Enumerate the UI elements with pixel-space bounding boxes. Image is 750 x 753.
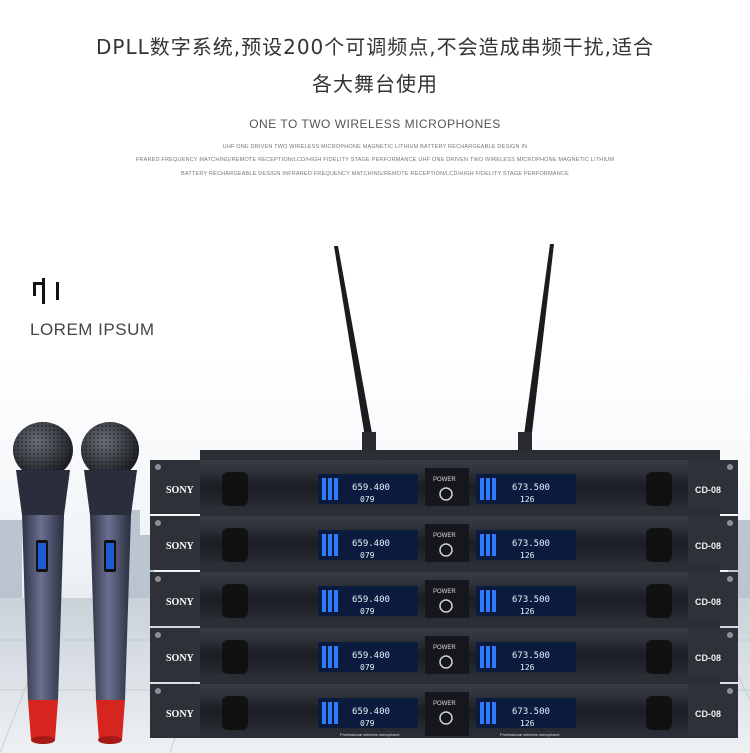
svg-text:079: 079 — [360, 495, 375, 504]
svg-text:673.500: 673.500 — [512, 595, 550, 605]
svg-text:POWER: POWER — [433, 701, 456, 707]
svg-text:POWER: POWER — [433, 477, 456, 483]
description-line-1: UHF ONE DRIVEN TWO WIRELESS MICROPHONE M… — [222, 144, 528, 150]
svg-text:POWER: POWER — [433, 533, 456, 539]
svg-text:CD-08: CD-08 — [695, 597, 721, 607]
subtitle: ONE TO TWO WIRELESS MICROPHONES — [249, 117, 501, 131]
svg-text:673.500: 673.500 — [512, 651, 550, 661]
svg-text:659.400: 659.400 — [352, 707, 390, 717]
svg-text:659.400: 659.400 — [352, 595, 390, 605]
svg-text:CD-08: CD-08 — [695, 541, 721, 551]
svg-text:673.500: 673.500 — [512, 539, 550, 549]
svg-text:659.400: 659.400 — [352, 483, 390, 493]
svg-text:659.400: 659.400 — [352, 539, 390, 549]
headline-line-1: DPLL数字系统,预设200个可调频点,不会造成串频干扰,适合 — [96, 35, 654, 59]
svg-text:SONY: SONY — [166, 597, 195, 608]
svg-text:126: 126 — [520, 495, 535, 504]
headline-line-2: 各大舞台使用 — [312, 72, 438, 96]
svg-text:079: 079 — [360, 607, 375, 616]
brand-mark-icon — [33, 278, 59, 304]
svg-text:673.500: 673.500 — [512, 707, 550, 717]
description-line-2: FRARED FREQUENCY MATCHING/REMOTE RECEPTI… — [135, 157, 615, 163]
svg-text:126: 126 — [520, 719, 535, 728]
svg-text:126: 126 — [520, 607, 535, 616]
svg-text:126: 126 — [520, 663, 535, 672]
svg-text:079: 079 — [360, 551, 375, 560]
svg-text:Professional wireless micropho: Professional wireless microphone — [500, 732, 560, 737]
svg-text:SONY: SONY — [166, 653, 195, 664]
description-line-3: BATTERY RECHARGEABLE DESIGN INFRARED FRE… — [181, 171, 569, 177]
svg-text:CD-08: CD-08 — [695, 709, 721, 719]
svg-text:CD-08: CD-08 — [695, 485, 721, 495]
svg-text:079: 079 — [360, 663, 375, 672]
svg-text:SONY: SONY — [166, 709, 195, 720]
svg-text:SONY: SONY — [166, 485, 195, 496]
side-label: LOREM IPSUM — [30, 320, 155, 339]
svg-text:CD-08: CD-08 — [695, 653, 721, 663]
svg-text:POWER: POWER — [433, 645, 456, 651]
svg-text:126: 126 — [520, 551, 535, 560]
svg-text:079: 079 — [360, 719, 375, 728]
svg-text:673.500: 673.500 — [512, 483, 550, 493]
svg-text:659.400: 659.400 — [352, 651, 390, 661]
svg-text:POWER: POWER — [433, 589, 456, 595]
svg-text:Professional wireless micropho: Professional wireless microphone — [340, 732, 400, 737]
svg-text:SONY: SONY — [166, 541, 195, 552]
